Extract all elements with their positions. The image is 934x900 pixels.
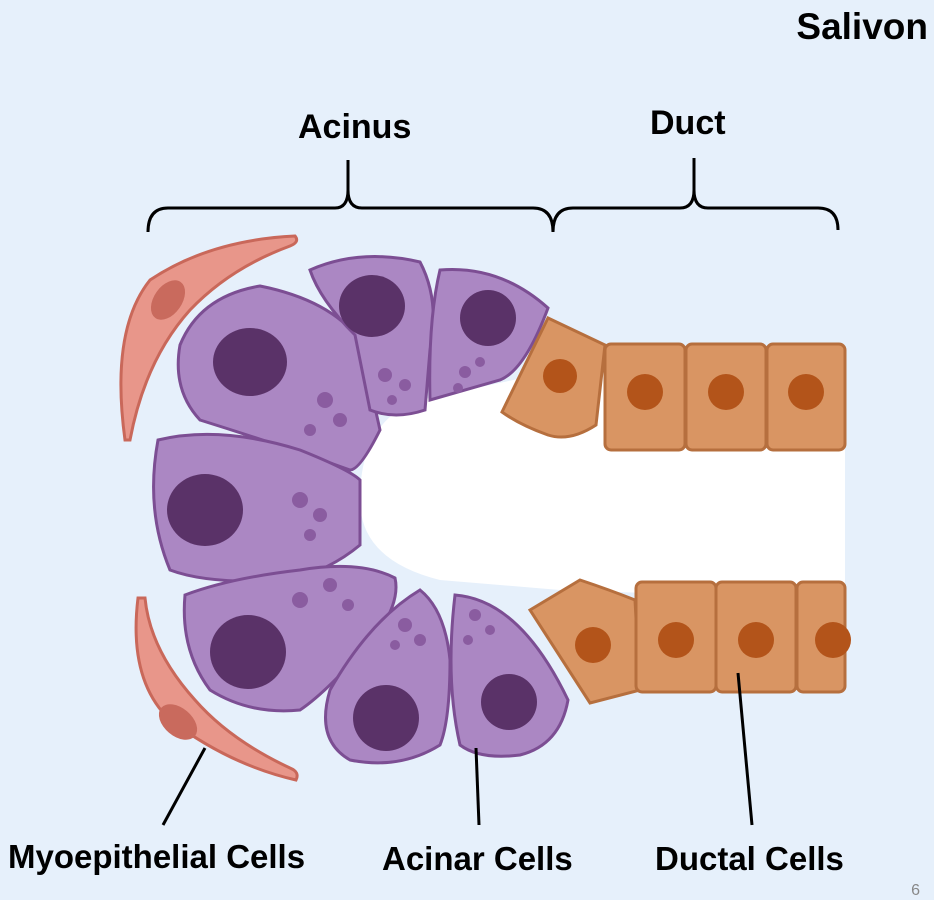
myoepithelial-cells-label: Myoepithelial Cells [8,838,306,875]
ductal-nuclei [543,359,851,663]
myoepithelial-pointer [161,747,207,826]
duct-label: Duct [650,104,726,142]
acinar-pointer [474,747,481,826]
acinar-cells-label: Acinar Cells [382,840,573,877]
acinus-brace [146,160,555,233]
acinar-nuclei [167,275,537,751]
ductal-cells-label: Ductal Cells [655,840,844,877]
page-number: 6 [911,882,920,899]
acinar-granules [292,357,495,650]
duct-brace [551,158,840,233]
brand-title: Salivon [796,6,928,47]
label-pointers [161,672,754,826]
myoepithelial-cell-bottom [134,596,299,782]
myoepithelial-cell-top [119,234,299,442]
acinus-label: Acinus [298,108,412,146]
ductal-pointer [736,672,754,826]
